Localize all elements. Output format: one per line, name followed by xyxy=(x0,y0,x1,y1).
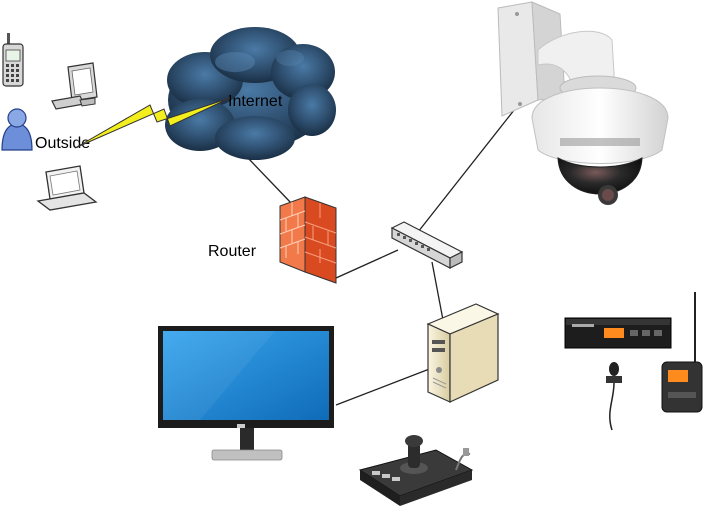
monitor-icon xyxy=(158,326,334,461)
internet-label: Internet xyxy=(228,93,283,110)
link-server-monitor xyxy=(335,367,433,406)
lightning-bolt-icon xyxy=(74,97,231,149)
router-label: Router xyxy=(208,243,257,260)
laptop-icon xyxy=(36,165,98,211)
wireless-microphone-kit-icon xyxy=(564,292,703,431)
link-internet-router xyxy=(247,157,294,206)
ptz-joystick-controller-icon xyxy=(358,435,474,506)
cloud-icon xyxy=(165,27,336,160)
ptz-dome-camera-icon xyxy=(497,1,669,205)
connection-lines xyxy=(247,99,523,406)
desktop-computer-icon xyxy=(51,62,98,110)
server-tower-icon xyxy=(426,303,500,403)
link-router-switch xyxy=(335,249,399,279)
network-switch-icon xyxy=(390,221,464,269)
mobile-phone-icon xyxy=(2,33,24,87)
user-icon xyxy=(1,108,33,151)
link-switch-camera xyxy=(417,99,523,233)
link-switch-server xyxy=(431,261,444,321)
firewall-router-icon xyxy=(279,196,337,284)
